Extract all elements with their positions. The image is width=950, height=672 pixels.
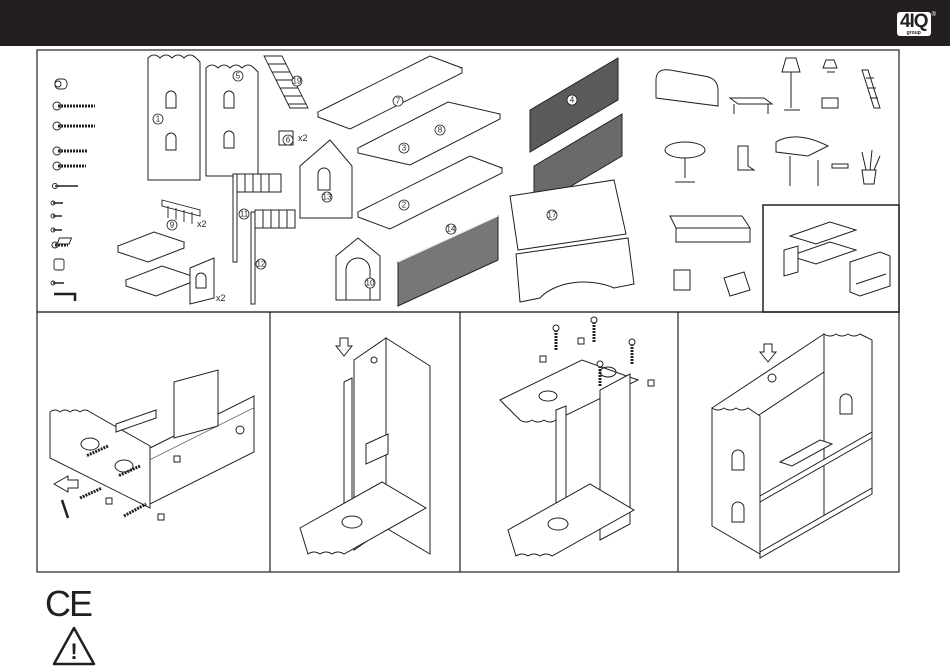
bathtub <box>670 216 750 242</box>
table-lamp <box>823 60 837 72</box>
part-num-6: 6 <box>286 136 291 145</box>
part-num-19: 19 <box>293 77 302 86</box>
part-num-4: 4 <box>570 96 575 105</box>
down-arrow-icon-step4 <box>760 344 776 362</box>
furniture-set <box>656 58 880 296</box>
stool <box>832 164 848 168</box>
round-table <box>665 142 705 158</box>
roof-and-base-boards <box>510 180 634 302</box>
part-num-1: 1 <box>156 115 161 124</box>
qty-x2-balcony: x2 <box>197 219 207 229</box>
sofa <box>656 70 718 106</box>
bed-frames <box>57 232 214 304</box>
part-num-3: 3 <box>402 144 407 153</box>
qty-x2-bracket: x2 <box>298 133 308 143</box>
ce-mark: CE <box>45 586 91 622</box>
step-4-drawing <box>712 334 872 558</box>
piano <box>776 137 828 186</box>
part-num-7: 7 <box>396 97 401 106</box>
allen-key-step1 <box>62 500 68 518</box>
part-num-17: 17 <box>548 211 557 220</box>
arch-panel <box>336 238 380 300</box>
part-num-2: 2 <box>402 201 407 210</box>
allen-key-icon <box>54 294 75 301</box>
part-num-9: 9 <box>170 221 175 230</box>
part-num-8: 8 <box>438 126 443 135</box>
dowel-cap-hole <box>55 81 61 87</box>
part-num-14: 14 <box>447 225 456 234</box>
railings <box>233 174 295 304</box>
side-panel-5 <box>206 65 258 176</box>
insert-arrow-icon <box>54 476 78 492</box>
warning-glyph: ! <box>70 639 77 664</box>
step-2-drawing <box>300 338 430 554</box>
side-table <box>822 98 838 108</box>
balcony-part <box>162 200 200 224</box>
part-num-10: 10 <box>366 279 375 288</box>
qty-x2-bed-end: x2 <box>216 293 226 303</box>
part-num-12: 12 <box>257 260 266 269</box>
toilet <box>674 270 690 290</box>
small-screws <box>51 184 78 286</box>
warning-icon: ! <box>52 626 96 666</box>
chair <box>738 146 754 170</box>
armchair <box>724 272 750 296</box>
gable-panel <box>300 140 352 218</box>
hardware-column <box>51 79 95 301</box>
ladder <box>862 70 880 108</box>
potted-plant <box>862 150 880 184</box>
part-num-13: 13 <box>323 193 332 202</box>
step-3-drawing <box>500 317 654 556</box>
step-1-drawing <box>50 370 254 520</box>
floor-lamp <box>782 58 800 110</box>
bunk-bed-assembly <box>784 222 890 296</box>
down-arrow-icon <box>336 338 352 356</box>
part-num-5: 5 <box>236 72 241 81</box>
long-screws <box>53 102 95 170</box>
coffee-table <box>730 98 772 114</box>
part-num-11: 11 <box>240 210 249 219</box>
